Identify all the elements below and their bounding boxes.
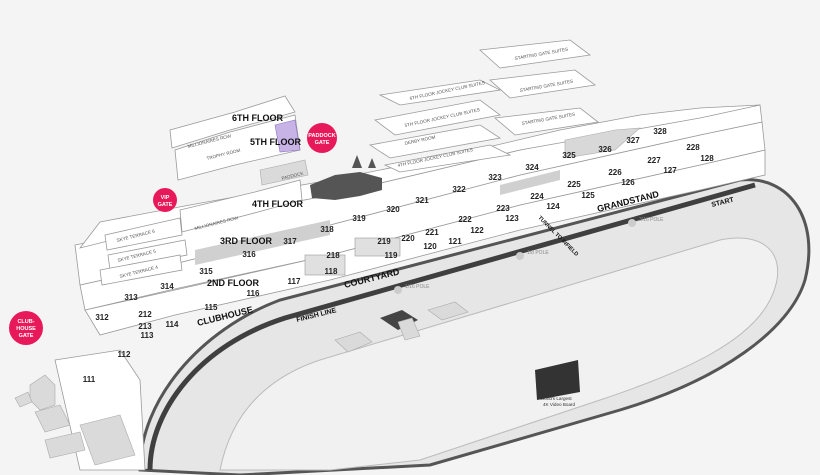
section-320[interactable]: 320 <box>386 205 400 214</box>
section-212[interactable]: 212 <box>138 310 152 319</box>
svg-text:PADDOCK: PADDOCK <box>308 133 335 139</box>
section-123[interactable]: 123 <box>505 214 519 223</box>
derby-room-label: DERBY ROOM <box>404 135 436 146</box>
section-125[interactable]: 125 <box>581 191 595 200</box>
vip-gate[interactable]: VIP GATE <box>153 188 177 212</box>
section-112[interactable]: 112 <box>118 350 131 359</box>
pole-116: 1/16 POLE <box>405 284 430 290</box>
section-227[interactable]: 227 <box>647 156 661 165</box>
section-114[interactable]: 114 <box>166 320 179 329</box>
svg-text:GATE: GATE <box>19 333 34 339</box>
section-116[interactable]: 116 <box>247 289 260 298</box>
section-313[interactable]: 313 <box>124 293 138 302</box>
section-127[interactable]: 127 <box>663 166 677 175</box>
section-119[interactable]: 119 <box>385 251 398 260</box>
section-126[interactable]: 126 <box>621 178 635 187</box>
section-323[interactable]: 323 <box>488 173 502 182</box>
section-324[interactable]: 324 <box>525 163 539 172</box>
section-224[interactable]: 224 <box>530 192 544 201</box>
section-314[interactable]: 314 <box>160 282 174 291</box>
section-319[interactable]: 319 <box>352 214 366 223</box>
section-328[interactable]: 328 <box>653 127 667 136</box>
second-floor-label: 2ND FLOOR <box>207 278 260 288</box>
section-226[interactable]: 226 <box>608 168 622 177</box>
section-225[interactable]: 225 <box>567 180 581 189</box>
svg-text:GATE: GATE <box>315 140 330 146</box>
section-213[interactable]: 213 <box>138 322 152 331</box>
svg-text:CLUB-: CLUB- <box>17 319 34 325</box>
section-220[interactable]: 220 <box>401 234 415 243</box>
section-117[interactable]: 117 <box>288 277 301 286</box>
section-221[interactable]: 221 <box>425 228 439 237</box>
race-track <box>138 178 811 475</box>
fourth-floor-label: 4TH FLOOR <box>252 199 303 209</box>
fifth-floor-label: 5TH FLOOR <box>250 137 301 147</box>
section-325[interactable]: 325 <box>562 151 576 160</box>
section-124[interactable]: 124 <box>546 202 560 211</box>
sixth-floor-label: 6TH FLOOR <box>232 113 283 123</box>
section-numbers: 111 112 113 114 115 116 117 118 119 120 … <box>83 127 714 384</box>
section-312[interactable]: 312 <box>95 313 109 322</box>
section-122[interactable]: 122 <box>470 226 484 235</box>
infield-buildings <box>334 301 580 400</box>
clubhouse-gate[interactable]: CLUB- HOUSE GATE <box>9 311 43 345</box>
section-118[interactable]: 118 <box>325 267 338 276</box>
section-326[interactable]: 326 <box>598 145 612 154</box>
pole-316: 3/16 POLE <box>639 217 664 223</box>
section-218[interactable]: 218 <box>326 251 340 260</box>
section-317[interactable]: 317 <box>283 237 297 246</box>
section-327[interactable]: 327 <box>626 136 640 145</box>
video-board-label-2: 4K Video Board <box>543 402 576 407</box>
pole-18: 1/8 POLE <box>527 250 549 256</box>
section-222[interactable]: 222 <box>458 215 472 224</box>
section-219[interactable]: 219 <box>377 237 391 246</box>
section-316[interactable]: 316 <box>242 250 256 259</box>
section-223[interactable]: 223 <box>496 204 510 213</box>
video-board-label-1: World's Largest <box>540 396 572 401</box>
section-128[interactable]: 128 <box>700 154 714 163</box>
section-321[interactable]: 321 <box>415 196 429 205</box>
section-113[interactable]: 113 <box>141 331 154 340</box>
section-315[interactable]: 315 <box>199 267 213 276</box>
section-228[interactable]: 228 <box>686 143 700 152</box>
third-floor-label: 3RD FLOOR <box>220 236 273 246</box>
pole-markers <box>394 219 636 294</box>
upper-floors <box>99 39 599 286</box>
section-115[interactable]: 115 <box>205 303 218 312</box>
svg-text:VIP: VIP <box>161 195 170 201</box>
section-121[interactable]: 121 <box>448 237 462 246</box>
section-322[interactable]: 322 <box>452 185 466 194</box>
paddock-gate[interactable]: PADDOCK GATE <box>307 123 337 153</box>
section-318[interactable]: 318 <box>320 225 334 234</box>
paddock-small-label: PADDOCK <box>281 170 305 180</box>
section-111[interactable]: 111 <box>83 375 96 384</box>
section-120[interactable]: 120 <box>423 242 437 251</box>
lower-buildings <box>14 374 136 466</box>
svg-text:HOUSE: HOUSE <box>16 326 36 332</box>
svg-text:GATE: GATE <box>158 202 173 208</box>
